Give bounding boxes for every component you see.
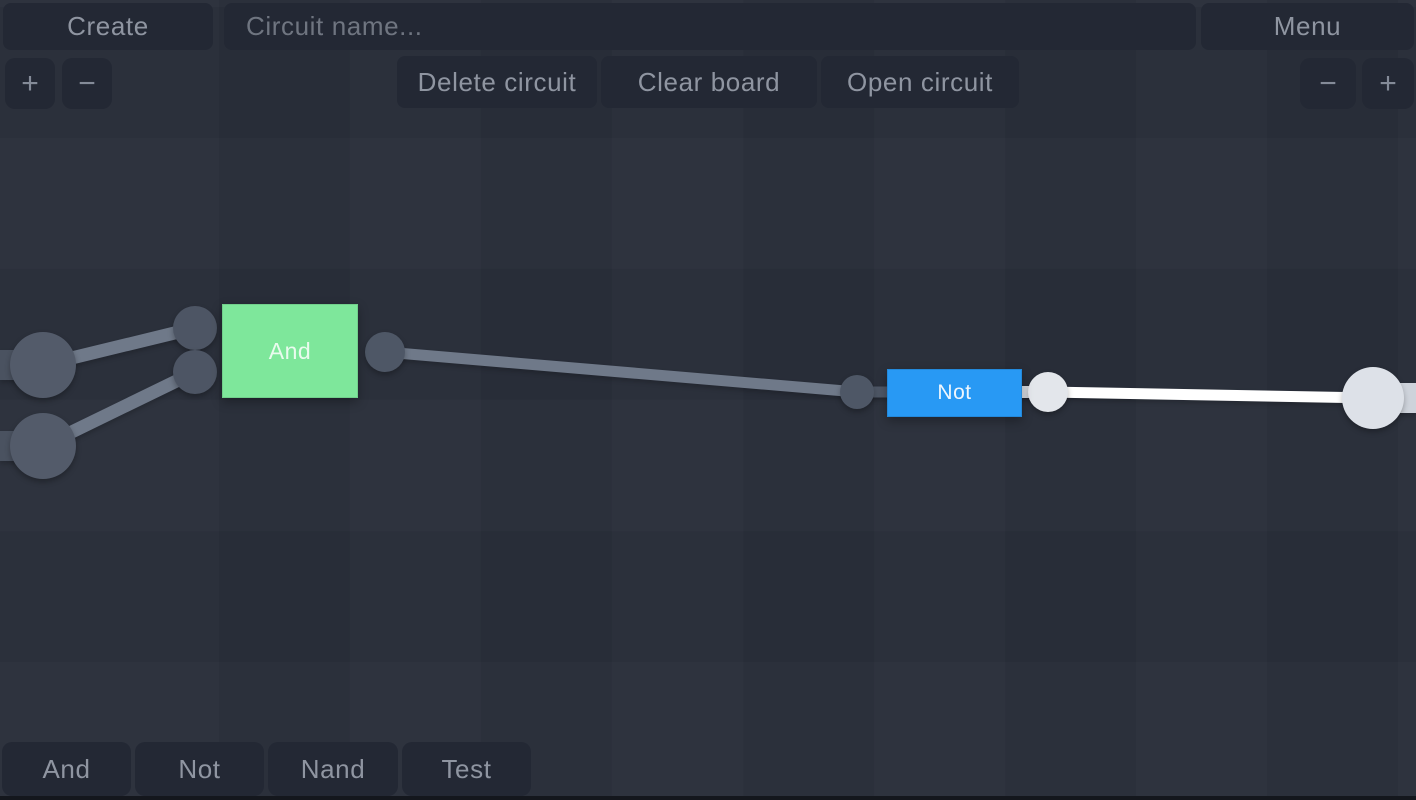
zoom-in-button-left[interactable]: +	[5, 58, 55, 109]
zoom-out-button-right[interactable]: −	[1300, 58, 1356, 109]
palette-button-and[interactable]: And	[2, 742, 131, 796]
zoom-out-button-left[interactable]: −	[62, 58, 112, 109]
output-terminal-node[interactable]	[1342, 367, 1404, 429]
and-input-node-2[interactable]	[173, 350, 217, 394]
palette-button-not[interactable]: Not	[135, 742, 264, 796]
wire-not-to-output[interactable]	[1047, 386, 1374, 404]
menu-button[interactable]: Menu	[1201, 3, 1414, 50]
not-gate[interactable]: Not	[887, 369, 1022, 417]
and-input-node-1[interactable]	[173, 306, 217, 350]
input-terminal-node-1[interactable]	[10, 332, 76, 398]
circuit-name-input[interactable]	[224, 3, 1196, 50]
wire-and-to-not[interactable]	[384, 346, 858, 398]
input-terminal-node-2[interactable]	[10, 413, 76, 479]
not-output-node[interactable]	[1028, 372, 1068, 412]
bottom-edge-strip	[0, 796, 1416, 800]
clear-board-button[interactable]: Clear board	[601, 56, 817, 108]
not-gate-label: Not	[937, 381, 972, 404]
zoom-in-button-right[interactable]: +	[1362, 58, 1414, 109]
create-button[interactable]: Create	[3, 3, 213, 50]
and-gate[interactable]: And	[222, 304, 358, 398]
and-gate-label: And	[268, 337, 312, 364]
not-input-node[interactable]	[840, 375, 874, 409]
palette-button-test[interactable]: Test	[402, 742, 531, 796]
and-output-node[interactable]	[365, 332, 405, 372]
open-circuit-button[interactable]: Open circuit	[821, 56, 1019, 108]
delete-circuit-button[interactable]: Delete circuit	[397, 56, 597, 108]
palette-button-nand[interactable]: Nand	[268, 742, 398, 796]
